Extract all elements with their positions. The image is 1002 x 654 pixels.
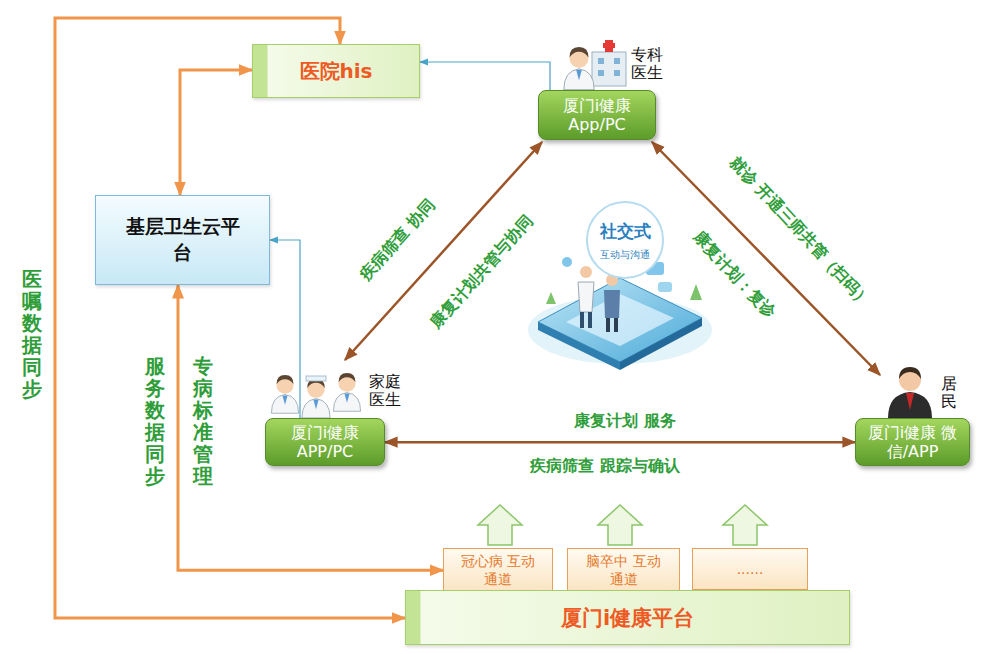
box-text: 基层卫生云平台 — [121, 214, 244, 265]
platform-box: 基层卫生云平台 — [95, 195, 270, 285]
role-heading: 专科医生 — [631, 46, 663, 81]
system-box: 医院his — [252, 44, 420, 98]
note-label: 社交式 — [600, 220, 651, 243]
box-text: 医院his — [300, 58, 373, 85]
box-text: 厦门i健康 微信/APP — [862, 423, 963, 461]
box-text: ...... — [737, 560, 764, 578]
resident-icon — [888, 367, 932, 418]
edge-label: 医嘱 数据同步 — [22, 268, 42, 400]
app-box: 专科医生厦门i健康 App/PC — [538, 90, 656, 140]
connector-arrow — [178, 285, 443, 570]
connector-arrow — [55, 18, 405, 618]
connector-arrow — [385, 441, 855, 444]
connector-arrow — [420, 62, 550, 90]
edge-label: 疾病筛查 协同 — [356, 195, 440, 285]
channel-box: 脑卒中 互动通道 — [567, 548, 680, 592]
app-box: 家庭医生厦门i健康 APP/PC — [265, 418, 385, 466]
app-box: 居民厦门i健康 微信/APP — [855, 418, 970, 466]
box-text: 厦门i健康平台 — [561, 604, 694, 632]
system-box: 厦门i健康平台 — [405, 590, 850, 645]
specialist-icon — [564, 40, 626, 90]
note-label: 互动与沟通 — [600, 248, 650, 262]
upward-arrows — [478, 505, 767, 545]
box-text: 冠心病 互动通道 — [458, 552, 538, 588]
connector-arrow — [180, 70, 252, 195]
box-text: 厦门i健康 APP/PC — [272, 423, 378, 461]
note-label: 康复计划：复诊 — [688, 227, 780, 323]
box-text: 厦门i健康 App/PC — [545, 96, 649, 134]
channel-box: ...... — [692, 548, 808, 590]
note-label: 疾病筛查 跟踪与确认 — [530, 456, 680, 477]
box-text: 脑卒中 互动通道 — [582, 552, 665, 588]
connector-arrow — [345, 142, 542, 360]
role-heading: 家庭医生 — [369, 373, 401, 408]
connector-arrow — [270, 240, 300, 418]
edge-label: 康复计划 服务 — [574, 411, 676, 432]
edge-label: 服务 数据同步 — [145, 355, 165, 487]
family-doctor-icon — [271, 373, 360, 418]
note-label: 专病 标准管理 — [193, 355, 213, 487]
social-phone-illustration — [528, 202, 712, 370]
role-heading: 居民 — [941, 375, 957, 410]
note-label: 康复计划共管与协同 — [426, 211, 538, 332]
channel-box: 冠心病 互动通道 — [443, 548, 553, 592]
